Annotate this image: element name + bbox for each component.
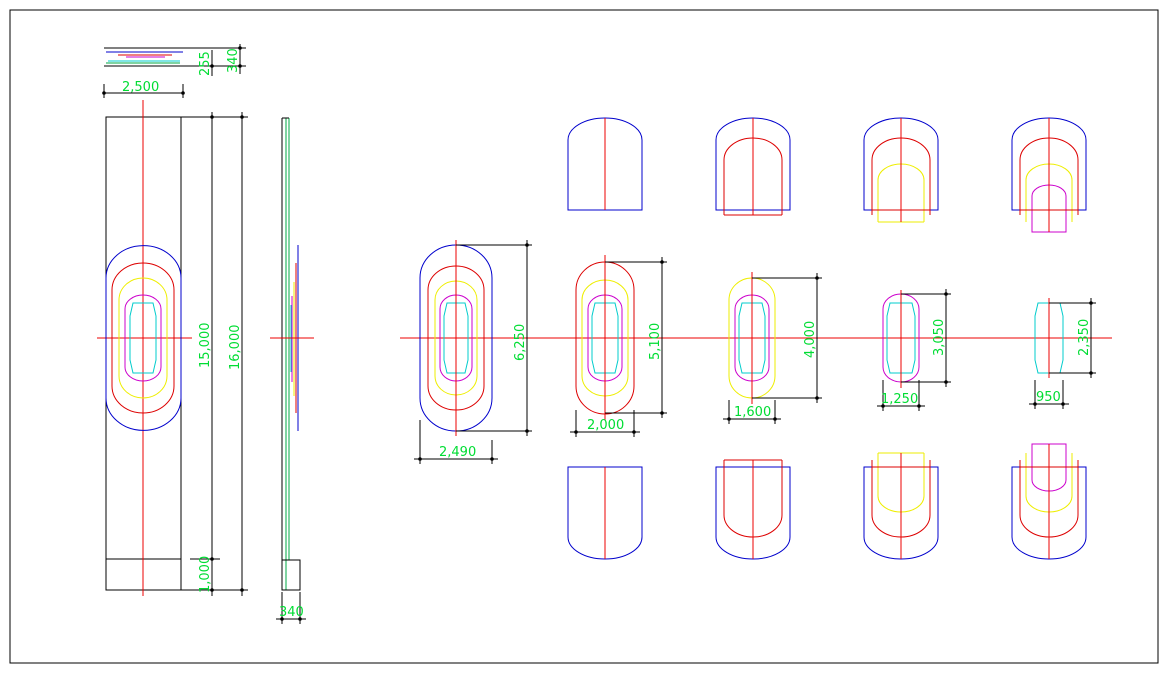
section-4 [877, 289, 951, 411]
dimension-tick [944, 380, 948, 384]
drawing-frame [9, 9, 1159, 664]
dimension-tick [490, 457, 494, 461]
dimension-tick [238, 64, 242, 68]
upper-end-piece-3 [863, 117, 939, 223]
dimension-tick [660, 411, 664, 415]
dimension-tick [881, 404, 885, 408]
dimension-tick [525, 429, 529, 433]
dimension-tick [210, 64, 214, 68]
dimension-tick [210, 588, 214, 592]
dim-top-height-a: 255 [198, 51, 213, 76]
dimension-tick [574, 430, 578, 434]
upper-end-piece-1 [567, 117, 643, 211]
dimension-tick [102, 91, 106, 95]
dim-section-3-width: 1,600 [734, 405, 771, 420]
dimension-tick [727, 417, 731, 421]
dimension-tick [1089, 371, 1093, 375]
dim-section-3-height: 4,000 [803, 321, 818, 358]
dimension-tick [210, 115, 214, 119]
dimension-tick [917, 404, 921, 408]
dim-section-2-height: 5,100 [648, 323, 663, 360]
dimension-tick [525, 243, 529, 247]
dim-section-5-width: 950 [1036, 390, 1061, 405]
dimension-tick [418, 457, 422, 461]
lower-end-piece-1 [567, 466, 643, 560]
dimension-tick [238, 46, 242, 50]
dim-side-thickness: 340 [279, 605, 304, 620]
top-plan-view [103, 44, 246, 98]
upper-end-piece-4 [1011, 117, 1087, 233]
dim-top-height-b: 340 [226, 48, 241, 73]
dimension-tick [660, 260, 664, 264]
lower-end-piece-2 [715, 459, 791, 560]
dimension-tick [298, 617, 302, 621]
dim-section-4-width: 1,250 [881, 392, 918, 407]
dimension-tick [1033, 402, 1037, 406]
section-1 [414, 240, 532, 464]
dim-section-4-height: 3,050 [932, 319, 947, 356]
dimension-tick [944, 292, 948, 296]
upper-end-piece-2 [715, 117, 791, 216]
lower-end-piece-4 [1011, 443, 1087, 560]
dimension-tick [280, 617, 284, 621]
dimension-tick [815, 276, 819, 280]
plate-side-view [270, 117, 314, 624]
section-5 [1029, 298, 1096, 409]
dim-section-1-height: 6,250 [513, 324, 528, 361]
dimension-tick [1061, 402, 1065, 406]
dim-section-5-height: 2,350 [1077, 319, 1092, 356]
dim-top-width: 2,500 [122, 80, 159, 95]
dim-section-2-width: 2,000 [587, 418, 624, 433]
dimension-tick [773, 417, 777, 421]
dimension-tick [1089, 301, 1093, 305]
dimension-tick [210, 557, 214, 561]
dim-section-1-width: 2,490 [439, 445, 476, 460]
dimension-tick [240, 115, 244, 119]
dim-plate-16000: 16,000 [228, 325, 243, 371]
section-2 [570, 255, 667, 437]
lower-end-piece-3 [863, 452, 939, 560]
dimension-tick [181, 91, 185, 95]
dimension-tick [632, 430, 636, 434]
dimension-tick [240, 588, 244, 592]
dimension-tick [815, 396, 819, 400]
dim-plate-15000: 15,000 [198, 323, 213, 369]
section-3 [723, 272, 822, 424]
plate-elevation-view [97, 100, 248, 596]
dim-end-1000: 1,000 [198, 556, 213, 593]
dimension-ticks [102, 46, 1093, 621]
